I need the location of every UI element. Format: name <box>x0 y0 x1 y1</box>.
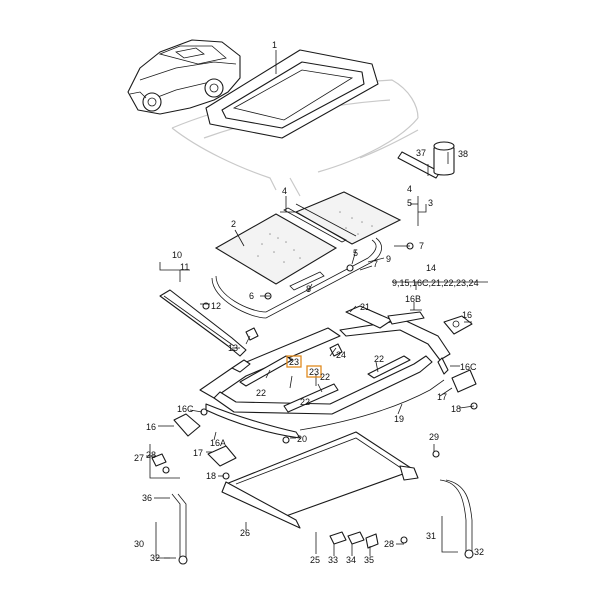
callout-18a: 18 <box>451 404 461 414</box>
part-25-sunshade <box>221 431 419 529</box>
callout-16B: 16B <box>405 294 421 304</box>
callout-30: 30 <box>134 539 144 549</box>
callout-21: 21 <box>360 302 370 312</box>
callout-5b: 5 <box>353 248 358 258</box>
callout-14: 14 <box>426 263 436 273</box>
callout-4a: 4 <box>282 186 287 196</box>
small-hardware <box>151 242 478 549</box>
callout-22d: 22 <box>300 397 310 407</box>
callout-33: 33 <box>328 555 338 565</box>
callout-17a: 17 <box>437 392 447 402</box>
part-5-frame-seal <box>211 237 382 319</box>
callout-16A: 16A <box>210 438 226 448</box>
callout-22a: 22 <box>374 354 384 364</box>
callout-7b: 7 <box>373 259 378 269</box>
callout-8: 8 <box>306 284 311 294</box>
callout-22c: 22 <box>256 388 266 398</box>
callout-24: 24 <box>336 350 346 360</box>
callout-18b: 18 <box>206 471 216 481</box>
callout-35: 35 <box>364 555 374 565</box>
callout-12: 12 <box>211 301 221 311</box>
leader-lines <box>146 50 488 559</box>
callout-11: 11 <box>180 262 189 272</box>
sunroof-frame-assembly <box>199 319 451 439</box>
callout-32a: 32 <box>150 553 160 563</box>
callout-38: 38 <box>458 149 468 159</box>
highlight-box-23a <box>286 355 302 368</box>
callout-27: 27 <box>134 453 144 463</box>
callout-25: 25 <box>310 555 320 565</box>
callout-19: 19 <box>394 414 404 424</box>
callout-29: 29 <box>429 432 439 442</box>
highlight-box-23b <box>306 365 322 378</box>
callout-36: 36 <box>142 493 152 503</box>
part-2-glass-panels <box>214 191 402 285</box>
callout-16Cb: 16C <box>177 404 194 414</box>
part-1-seal <box>205 49 379 139</box>
callout-22b: 22 <box>320 372 330 382</box>
part-16-brackets <box>173 305 477 467</box>
callout-32b: 32 <box>474 547 484 557</box>
callout-16a: 16 <box>462 310 472 320</box>
callout-26: 26 <box>240 528 250 538</box>
callout-2: 2 <box>231 219 236 229</box>
callout-5a: 5 <box>407 198 412 208</box>
callout-14-list: 9,15,16C,21,22,23,24 <box>392 278 479 288</box>
callout-23a: 23 <box>289 357 299 367</box>
callout-4b: 4 <box>407 184 412 194</box>
part-37-38 <box>397 141 455 179</box>
callout-34: 34 <box>346 555 356 565</box>
callout-20: 20 <box>297 434 307 444</box>
callout-3: 3 <box>428 198 433 208</box>
callout-13: 13 <box>228 343 238 353</box>
callout-6: 6 <box>249 291 254 301</box>
part-10-guide <box>159 289 247 357</box>
callout-28: 28 <box>146 450 156 460</box>
callout-16b: 16 <box>146 422 156 432</box>
callout-labels: 1 2 3 4 4 5 5 6 7 7 8 9 10 11 12 13 14 9… <box>134 40 484 565</box>
callout-1: 1 <box>272 40 277 50</box>
callout-16Ca: 16C <box>460 362 477 372</box>
callout-10: 10 <box>172 250 182 260</box>
callout-37: 37 <box>416 148 426 158</box>
callout-17b: 17 <box>193 448 203 458</box>
drain-hoses <box>171 479 474 565</box>
vehicle-thumbnail <box>127 39 241 115</box>
callout-9: 9 <box>386 254 391 264</box>
callout-28b: 28 <box>384 539 394 549</box>
callout-7a: 7 <box>419 241 424 251</box>
callout-31: 31 <box>426 531 436 541</box>
callout-23b: 23 <box>309 367 319 377</box>
